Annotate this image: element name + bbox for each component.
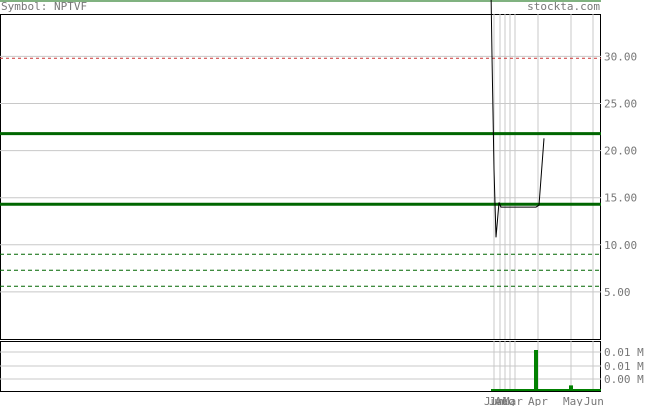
x-tick-label: Apr <box>528 395 548 406</box>
x-tick-label: Aug <box>495 395 515 406</box>
x-tick-label: Jul <box>489 395 509 406</box>
x-tick-label: Mar <box>503 395 523 406</box>
price-tick-label: 15.00 <box>604 192 637 205</box>
price-line <box>490 0 545 238</box>
price-tick-label: 20.00 <box>604 145 637 158</box>
volume-tick-label: 0.01 M <box>604 346 644 359</box>
volume-bar <box>569 385 573 391</box>
price-panel-frame <box>0 14 601 340</box>
price-tick-label: 10.00 <box>604 239 637 252</box>
price-tick-label: 30.00 <box>604 50 637 63</box>
price-tick-label: 5.00 <box>604 286 631 299</box>
volume-tick-label: 0.00 M <box>604 373 644 386</box>
x-tick-label: May <box>563 395 583 406</box>
x-tick-label: Jun <box>584 395 604 406</box>
x-tick-label: Jun <box>484 395 504 406</box>
site-label: stockta.com <box>527 0 600 13</box>
volume-bar <box>534 350 538 391</box>
volume-tick-label: 0.01 M <box>604 360 644 373</box>
price-tick-label: 25.00 <box>604 97 637 110</box>
symbol-label: Symbol: NPTVF <box>1 0 88 13</box>
